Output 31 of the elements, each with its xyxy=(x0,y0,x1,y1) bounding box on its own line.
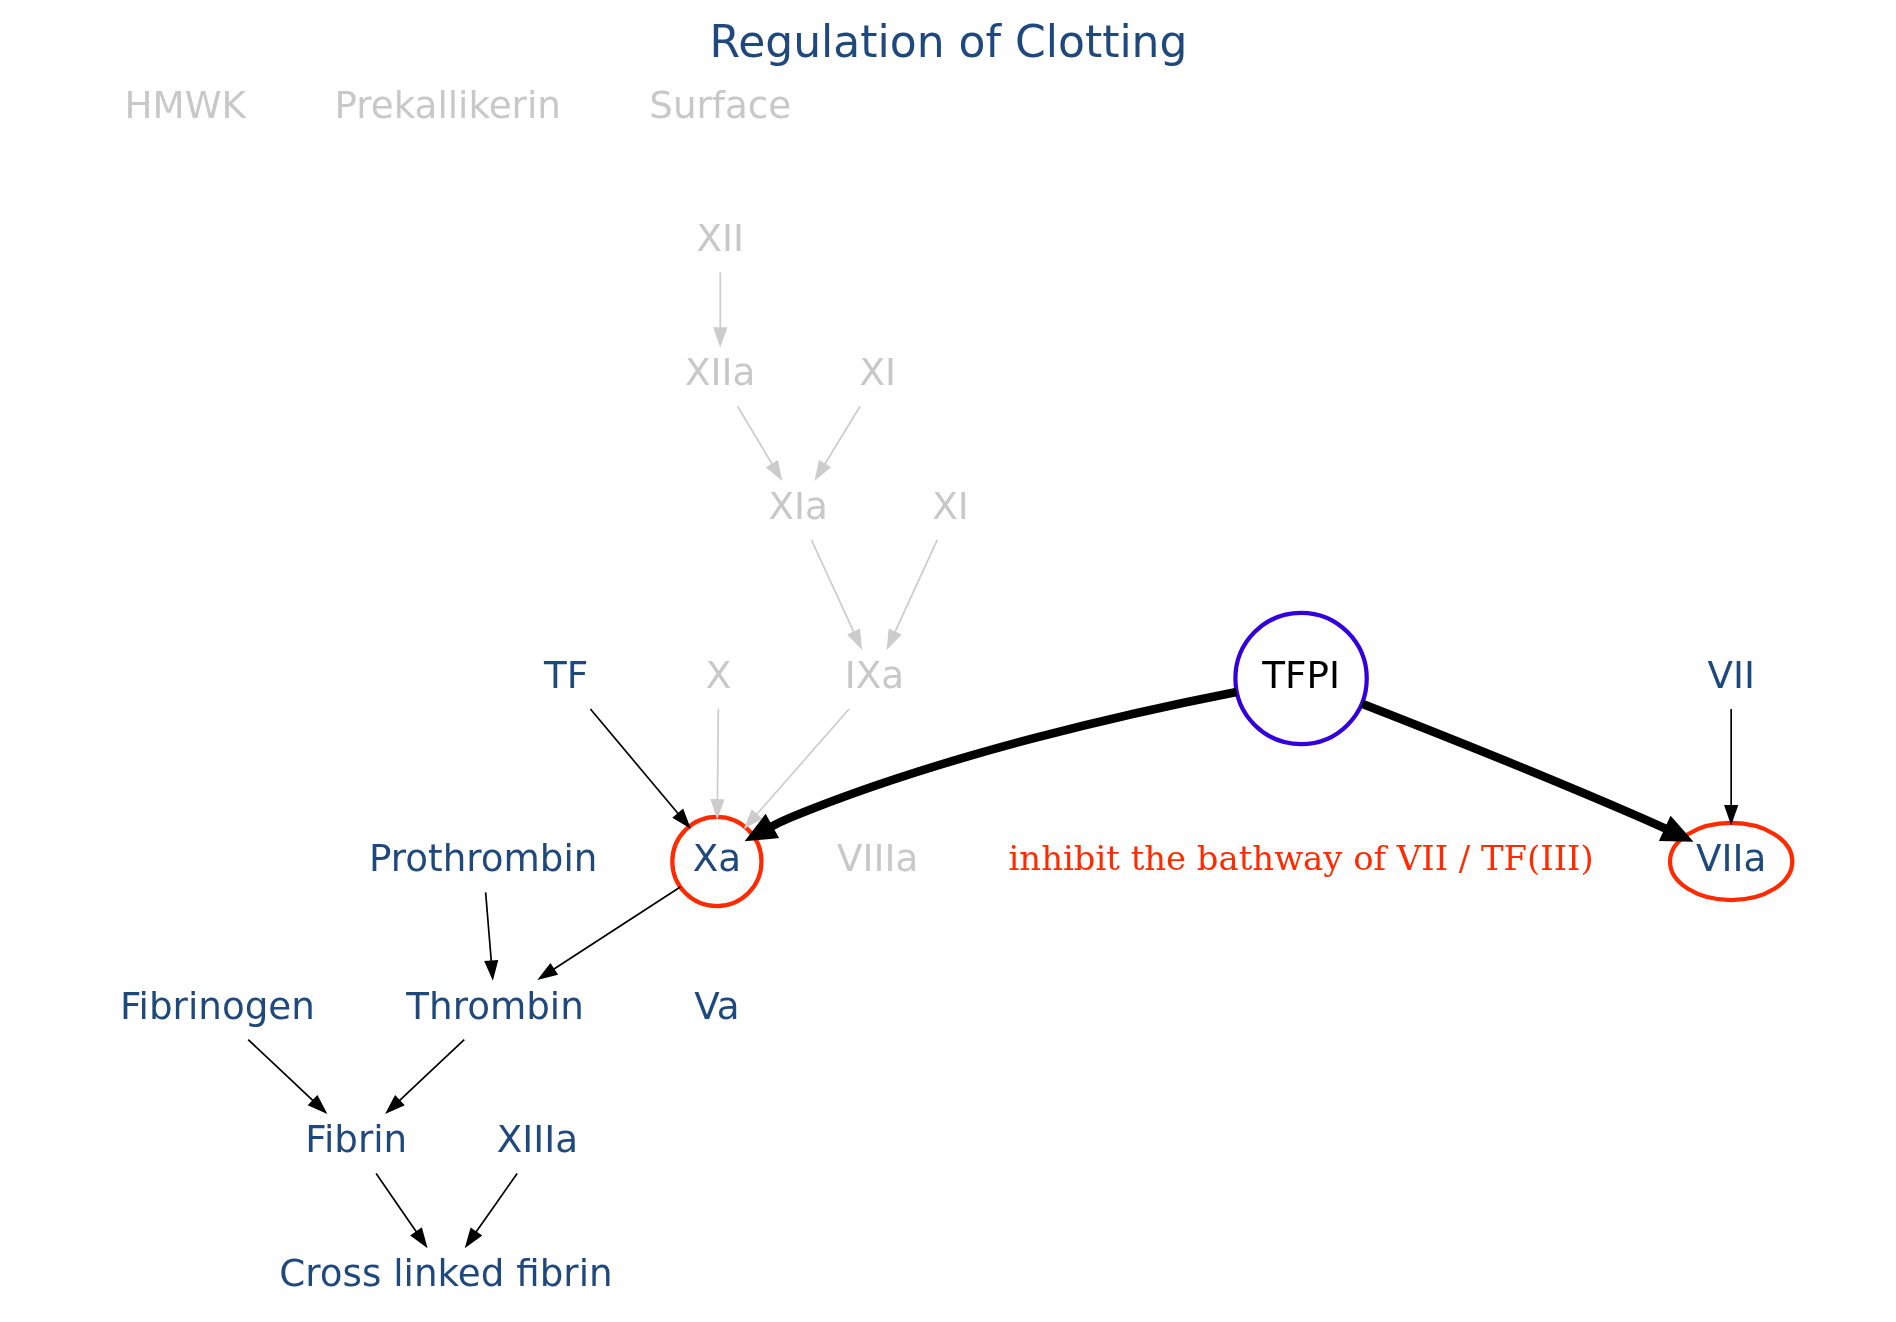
arrow xyxy=(536,886,681,980)
node-circle: TFPI xyxy=(1232,610,1369,747)
arrow xyxy=(743,708,850,830)
arrow xyxy=(1360,699,1693,842)
arrow xyxy=(384,1038,465,1115)
arrow xyxy=(464,1172,518,1249)
node-text: TF xyxy=(543,652,588,697)
node-text: Thrombin xyxy=(405,983,584,1028)
node-circle: Xa xyxy=(669,814,764,909)
label: inhibit the bathway of VII / TF(III) xyxy=(1008,838,1594,878)
diagram-title: Regulation of Clotting xyxy=(709,15,1187,67)
arrow xyxy=(483,891,498,981)
node-text: Cross linked fibrin xyxy=(278,1251,613,1296)
arrow xyxy=(886,539,938,651)
arrow xyxy=(744,687,1237,842)
arrow xyxy=(589,708,691,829)
arrow xyxy=(712,271,727,348)
node-text: Prothrombin xyxy=(368,835,597,880)
arrow xyxy=(813,405,861,481)
arrow xyxy=(246,1038,327,1115)
arrow xyxy=(810,539,862,651)
node-text: Fibrinogen xyxy=(119,983,315,1028)
node-ellipse: VIIa xyxy=(1667,820,1794,903)
node-text: VII xyxy=(1706,652,1755,697)
node-text: XIIIa xyxy=(496,1117,578,1162)
arrow xyxy=(736,405,782,481)
arrow xyxy=(709,708,725,820)
arrow xyxy=(374,1172,428,1249)
node-text: Fibrin xyxy=(304,1117,407,1162)
label: Va xyxy=(693,983,740,1028)
arrow xyxy=(1723,708,1738,826)
